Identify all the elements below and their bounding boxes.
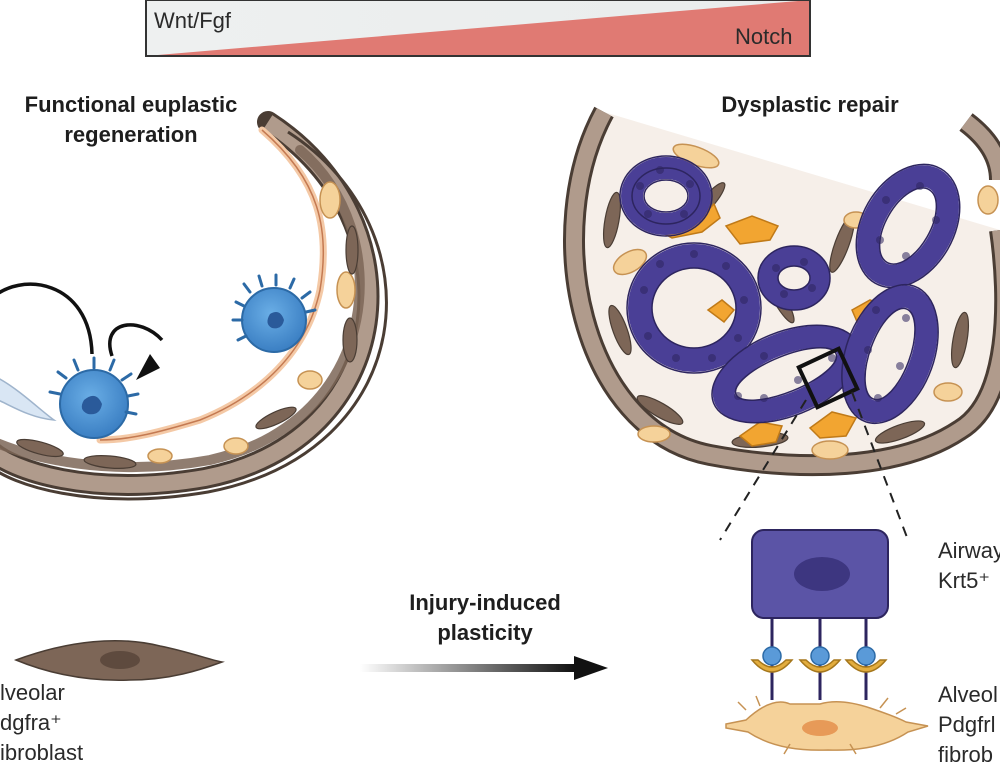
euplastic-title-line1: Functional euplastic (24, 92, 238, 117)
signal-gradient-bar (145, 0, 811, 57)
fibroblast-left-line: dgfra⁺ (0, 710, 62, 735)
dysplastic-alveolus (563, 106, 1000, 541)
fibroblast-right-line: fibrob (938, 742, 994, 767)
dysplastic-title: Dysplastic repair (721, 92, 899, 117)
fibroblast-left-line: ibroblast (0, 740, 84, 765)
airway-line: Krt5⁺ (938, 568, 990, 593)
fibroblast-right-line: Alveol (938, 682, 998, 707)
fibroblast-legend-right: Alveol Pdgfrl fibrob (938, 680, 998, 769)
self-renewal-arrows (0, 282, 164, 380)
euplastic-title: Functional euplastic regeneration (0, 90, 262, 150)
euplastic-title-line2: regeneration (64, 122, 198, 147)
krt5-fibroblast-interaction-icon (725, 529, 929, 755)
fibroblast-left-line: lveolar (0, 680, 65, 705)
plasticity-arrow (360, 656, 608, 680)
airway-line: Airway (938, 538, 1000, 563)
notch-label: Notch (735, 24, 793, 49)
wnt-fgf-label: Wnt/Fgf (154, 8, 232, 33)
plasticity-label: Injury-induced plasticity (380, 588, 590, 648)
alveolar-type2-cell-dividing (48, 356, 140, 439)
fibroblast-legend-left: lveolar dgfra⁺ ibroblast (0, 678, 83, 768)
airway-legend: Airway Krt5⁺ (938, 536, 1000, 596)
plasticity-label-line1: Injury-induced (409, 590, 561, 615)
fibroblast-legend-icon (13, 640, 225, 681)
fibroblast-right-line: Pdgfrl (938, 712, 996, 737)
euplastic-alveolus (0, 111, 388, 501)
alveolar-type2-cell (231, 273, 317, 353)
plasticity-label-line2: plasticity (437, 620, 533, 645)
